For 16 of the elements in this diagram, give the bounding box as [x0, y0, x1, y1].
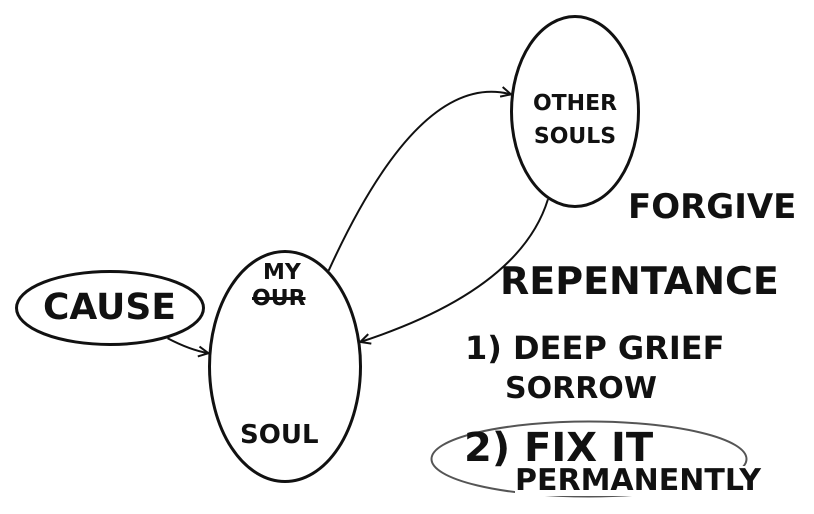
struck-text: OUR	[252, 288, 306, 310]
handwritten-label: REPENTANCE	[500, 262, 779, 300]
handwritten-label: FORGIVE	[628, 190, 796, 224]
node-text: 2) FIX IT	[464, 428, 654, 468]
node-text: MY	[263, 262, 301, 284]
node-text: CAUSE	[43, 290, 176, 326]
ellipse-node	[208, 250, 362, 483]
arrow	[167, 337, 210, 358]
node-text: SOUL	[240, 422, 319, 448]
arrow	[328, 86, 512, 271]
node-text: OTHER SOULS	[532, 90, 618, 151]
arrow	[359, 198, 549, 344]
node-text: PERMANENTLY	[515, 466, 761, 496]
ellipse-node	[15, 270, 205, 346]
handwritten-label: 1) DEEP GRIEF	[465, 332, 724, 364]
handwritten-label: SORROW	[505, 374, 657, 404]
